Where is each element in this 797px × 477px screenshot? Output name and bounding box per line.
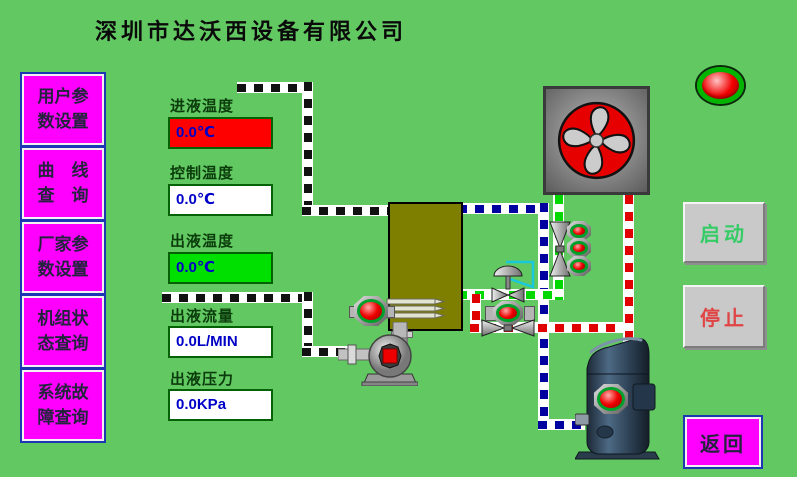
- stop-button[interactable]: 停止: [683, 285, 765, 348]
- pipe-inlet-vertical: [302, 82, 313, 216]
- tank-temp-sensor-icon: [354, 296, 388, 326]
- readout-label-outlet-pressure: 出液压力: [170, 371, 235, 388]
- page-title: 深圳市达沃西设备有限公司: [95, 19, 408, 44]
- sidebar-item-unit-status[interactable]: 机组状 态查询: [20, 294, 106, 369]
- readout-value-outlet-pressure: 0.0KPa: [168, 389, 273, 421]
- sidebar-item-label: 态查询: [37, 333, 89, 353]
- compressor-indicator-icon: [594, 384, 628, 414]
- pipe-blue-vertical: [538, 203, 549, 430]
- sensor-tab: [524, 306, 535, 321]
- expansion-valve-icon: [549, 221, 571, 277]
- readout-label-outlet-flow: 出液流量: [170, 308, 235, 325]
- readout-value-outlet-temp: 0.0℃: [168, 252, 273, 284]
- pipe-red-drop: [470, 294, 481, 333]
- sidebar-item-label: 数设置: [37, 259, 89, 279]
- sidebar-item-label: 查 询: [37, 185, 89, 205]
- sidebar-item-curve-query[interactable]: 曲 线 查 询: [20, 146, 106, 221]
- condenser-box: [543, 86, 650, 195]
- heat-exchanger-tubes-icon: [386, 298, 446, 319]
- pipe-inlet-to-tank: [302, 205, 388, 216]
- readout-label-control-temp: 控制温度: [170, 165, 235, 182]
- readout-value-control-temp: 0.0℃: [168, 184, 273, 216]
- solenoid-indicator-icon: [567, 221, 591, 241]
- sidebar-item-label: 用户参: [37, 86, 89, 106]
- circulation-pump-icon: [338, 322, 418, 386]
- liquid-pump-indicator-icon: [493, 301, 523, 325]
- pipe-outlet-horizontal: [162, 292, 313, 303]
- readout-value-outlet-flow: 0.0L/MIN: [168, 326, 273, 358]
- pipe-outlet-to-pump: [302, 346, 352, 357]
- readout-label-inlet-temp: 进液温度: [170, 98, 235, 115]
- shutoff-valve-icon: [481, 319, 535, 337]
- readout-label-outlet-temp: 出液温度: [170, 233, 235, 250]
- sidebar-item-factory-params[interactable]: 厂家参 数设置: [20, 220, 106, 295]
- sidebar-item-label: 障查询: [37, 407, 89, 427]
- status-lamp-icon: [697, 67, 744, 104]
- solenoid-indicator-icon: [567, 256, 591, 276]
- back-button[interactable]: 返回: [683, 415, 763, 469]
- pipe-blue-to-compressor: [538, 419, 585, 430]
- pipe-blue-tank-top: [458, 203, 549, 214]
- sidebar-item-system-fault[interactable]: 系统故 障查询: [20, 368, 106, 443]
- sidebar-item-user-params[interactable]: 用户参 数设置: [20, 72, 106, 147]
- start-button[interactable]: 启动: [683, 202, 765, 263]
- sidebar-item-label: 数设置: [37, 111, 89, 131]
- control-valve-icon: [491, 260, 535, 303]
- pipe-outlet-vertical: [302, 292, 313, 357]
- sidebar-item-label: 厂家参: [37, 234, 89, 254]
- solenoid-indicator-icon: [567, 238, 591, 258]
- sensor-tab: [387, 306, 395, 318]
- fan-icon: [557, 101, 636, 180]
- pipe-red-horizontal: [470, 322, 634, 333]
- sidebar-item-label: 曲 线: [37, 160, 89, 180]
- pipe-red-compressor-to-condenser: [623, 195, 634, 345]
- sidebar-item-label: 系统故: [37, 382, 89, 402]
- pipe-inlet-top-horizontal: [237, 82, 313, 93]
- readout-value-inlet-temp: 0.0℃: [168, 117, 273, 149]
- sidebar-item-label: 机组状: [37, 308, 89, 328]
